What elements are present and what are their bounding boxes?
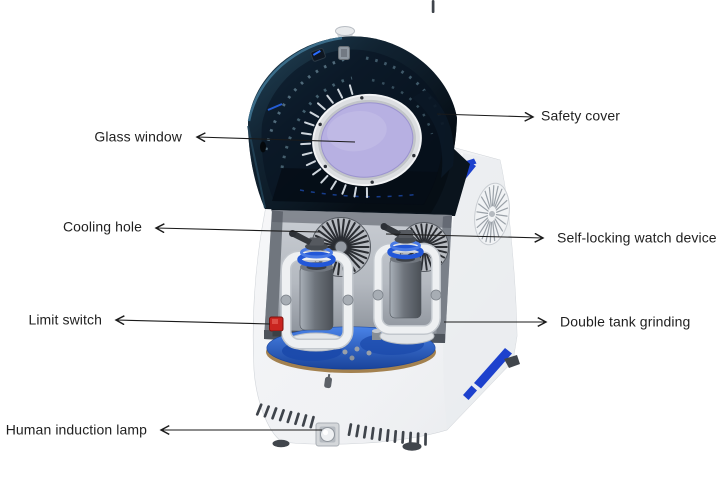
- grinding-jar-right: [372, 223, 442, 335]
- safety-cover: [247, 26, 457, 214]
- cover-sensor: [310, 48, 326, 62]
- lamp-lens: [320, 427, 335, 442]
- leader-lines: [116, 114, 546, 430]
- label-human-induction-lamp: Human induction lamp: [5, 421, 147, 438]
- foot-left: [272, 439, 290, 448]
- cover-hole: [260, 141, 266, 153]
- foot-right: [504, 355, 520, 368]
- label-limit-switch: Limit switch: [28, 311, 102, 328]
- glass-window: [320, 102, 414, 178]
- base-vents: [255, 0, 435, 446]
- jar-lock-lever-right: [380, 223, 401, 237]
- foot-middle: [402, 442, 422, 451]
- safety-cover-leader: [436, 114, 533, 117]
- label-double-tank-grinding: Double tank grinding: [560, 313, 691, 330]
- base-accent-stripes: [463, 348, 512, 400]
- glass-window-leader: [197, 137, 356, 143]
- cover-hinge: [338, 46, 350, 60]
- front-latch: [324, 373, 332, 389]
- label-safety-cover: Safety cover: [541, 107, 621, 124]
- label-self-locking-watch-device: Self-locking watch device: [557, 229, 717, 246]
- self-locking-leader: [385, 234, 543, 238]
- label-cooling-hole: Cooling hole: [62, 218, 142, 235]
- cover-ray-slots: [300, 84, 369, 199]
- label-glass-window: Glass window: [94, 128, 182, 145]
- side-vent: [474, 182, 510, 246]
- limit-switch-leader: [116, 320, 271, 324]
- induction-lamp: [315, 422, 340, 447]
- cooling-hole-leader: [156, 228, 321, 232]
- turntable-platform: [266, 326, 436, 373]
